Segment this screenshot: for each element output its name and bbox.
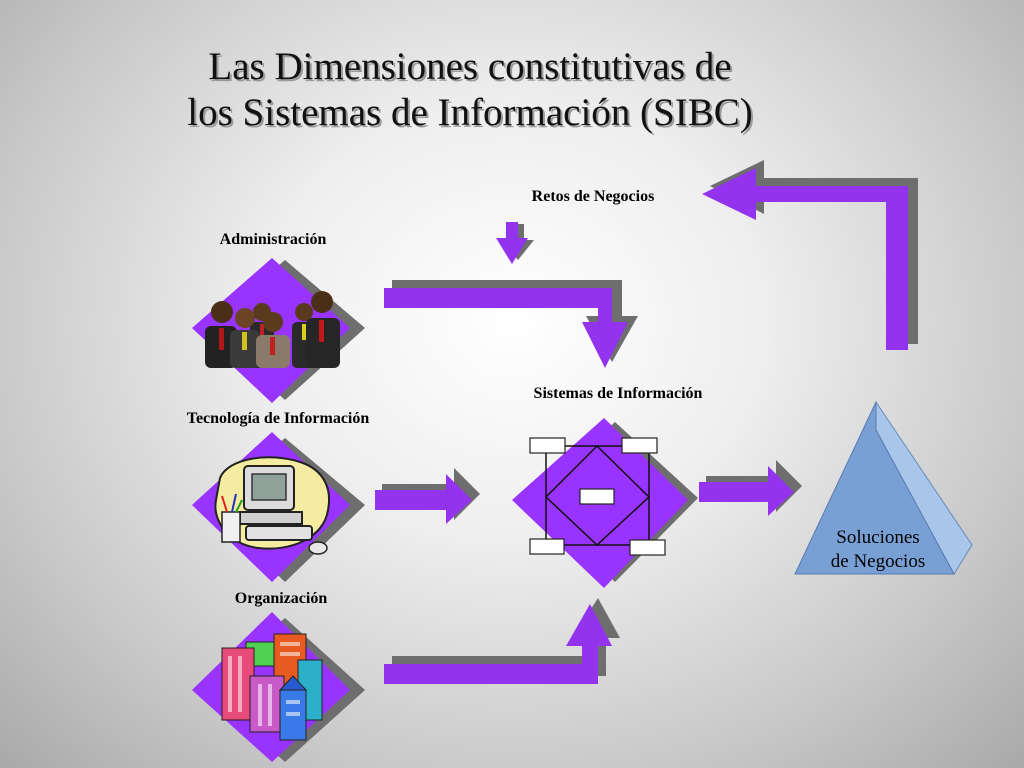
title-line-1: Las Dimensiones constitutivas de [208,45,732,88]
arrow-administracion-to-sistemas [384,280,638,368]
arrow-organizacion-to-sistemas [384,598,620,684]
label-soluciones-line-1: Soluciones [836,527,920,548]
computer-icon [214,456,330,555]
arrow-feedback-to-retos [702,160,918,350]
slide-title: Las Dimensiones constitutivas de los Sis… [0,44,940,136]
arrow-retos-down [496,222,534,264]
label-administracion: Administración [219,231,327,248]
network-diagram-icon [529,437,666,556]
pyramid-icon [794,400,973,575]
arrow-tecnologia-to-sistemas [375,468,480,524]
arrow-sistemas-to-soluciones [699,460,802,516]
label-tecnologia: Tecnología de Información [186,410,370,427]
city-buildings-icon [221,633,323,741]
business-people-icon [205,291,340,368]
title-line-2: los Sistemas de Información (SIBC) [187,91,753,134]
label-soluciones: Soluciones de Negocios [831,526,925,574]
label-soluciones-line-2: de Negocios [830,551,926,572]
label-retos: Retos de Negocios [531,188,655,205]
label-organizacion: Organización [234,590,328,607]
label-sistemas: Sistemas de Información [533,385,703,402]
